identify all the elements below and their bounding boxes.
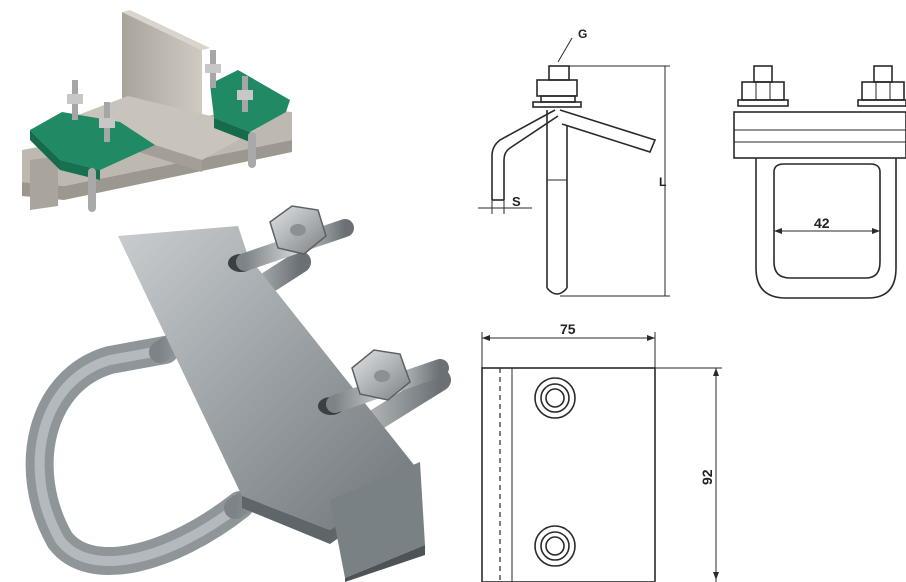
left-clamp xyxy=(30,80,155,212)
end-view-drawing xyxy=(733,65,906,299)
label-s: S xyxy=(512,194,521,209)
nut-bottom xyxy=(351,349,411,401)
label-42: 42 xyxy=(814,215,830,231)
top-view-drawing xyxy=(481,332,722,582)
galvanized-clamp-photo xyxy=(25,205,451,582)
bolt-bottom-circle xyxy=(534,525,576,567)
label-g: G xyxy=(578,27,587,41)
label-l: L xyxy=(659,175,666,189)
side-view-drawing xyxy=(478,37,670,297)
label-92: 92 xyxy=(699,469,715,485)
beam-clamp-render xyxy=(22,10,292,212)
right-clamp xyxy=(205,50,290,168)
nut-top xyxy=(269,205,327,255)
label-75: 75 xyxy=(560,321,576,337)
bolt-top-circle xyxy=(534,377,576,419)
